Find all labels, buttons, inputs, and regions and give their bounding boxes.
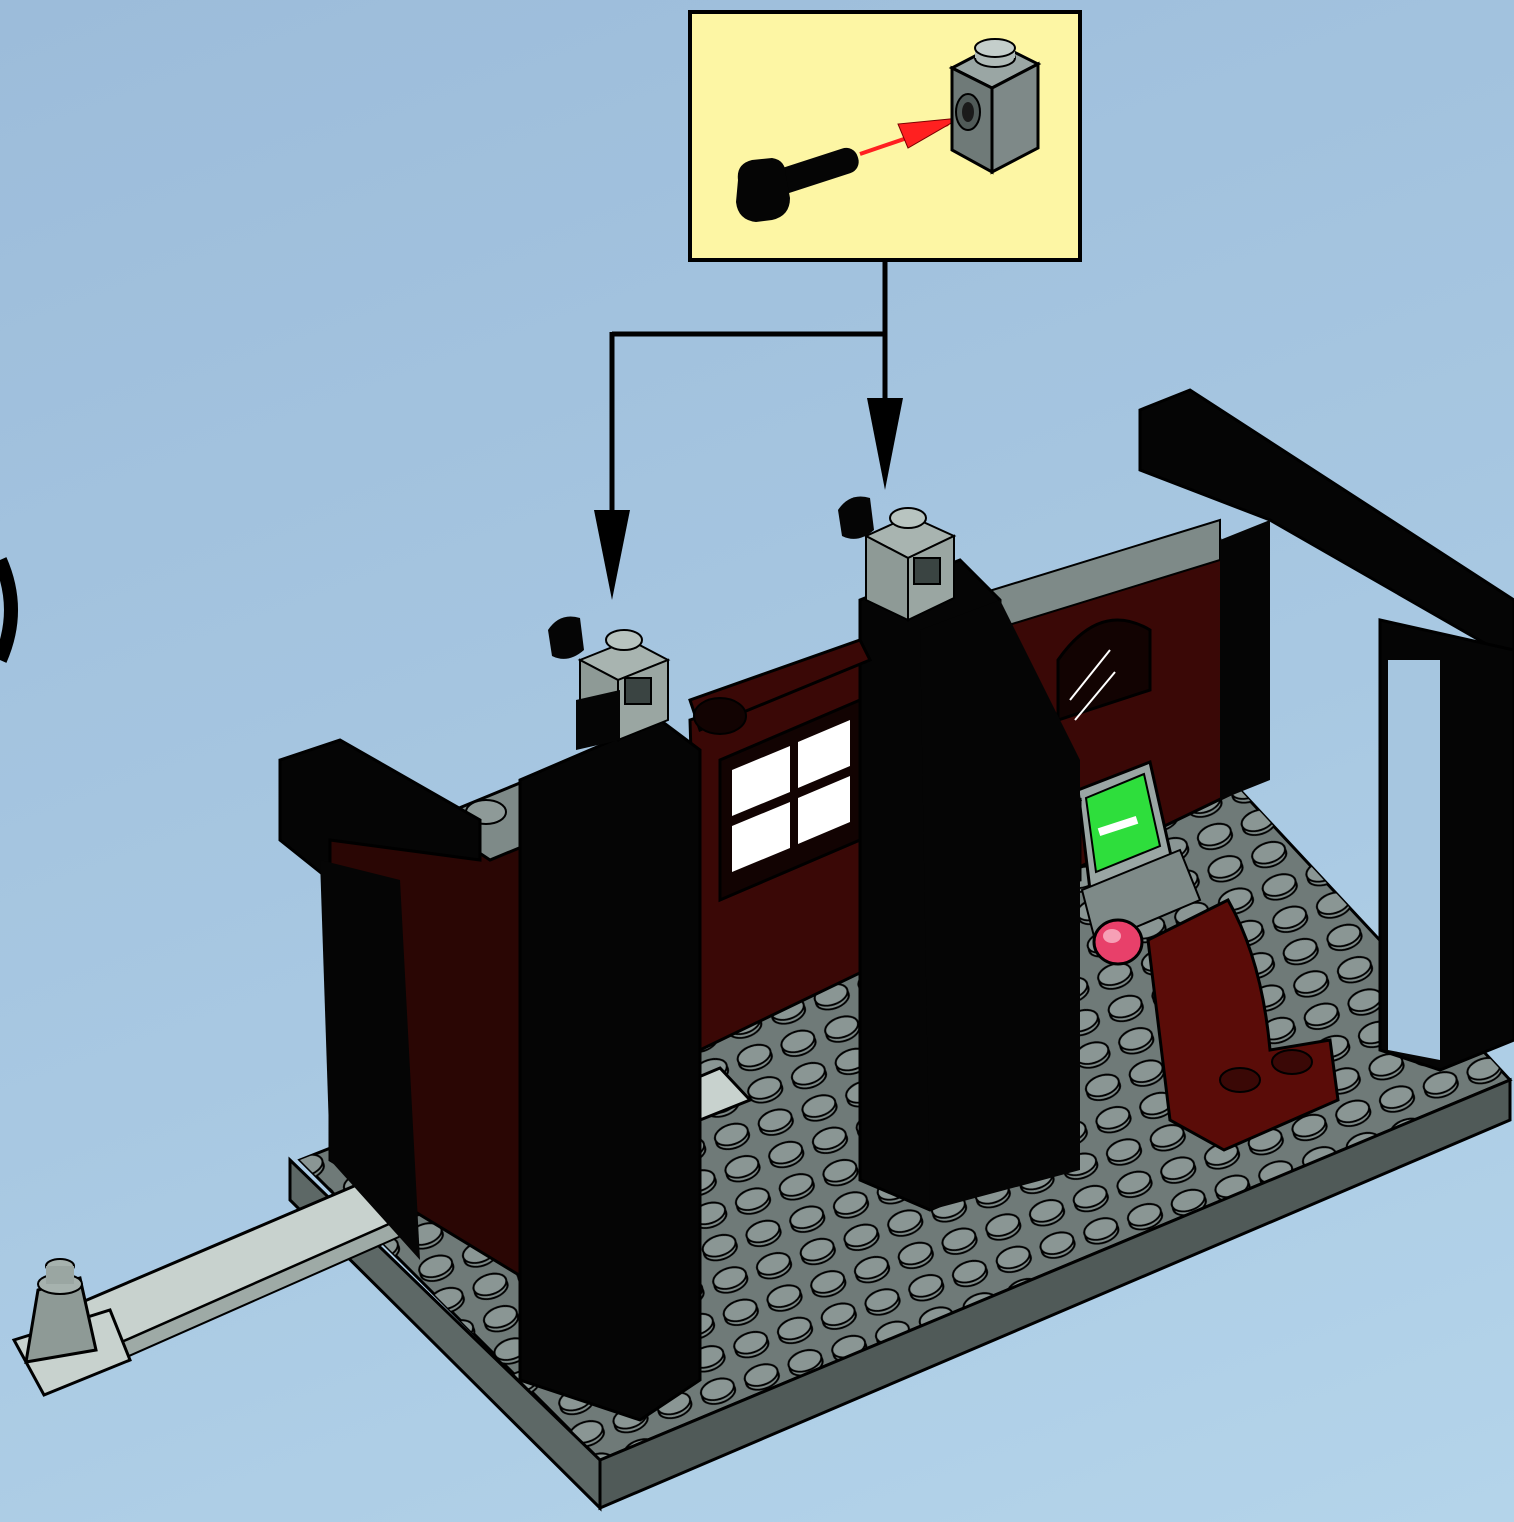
right-brick-with-clip: [838, 497, 954, 621]
pink-lever-knob: [1094, 920, 1142, 964]
gray-cone-piece: [26, 1259, 96, 1362]
